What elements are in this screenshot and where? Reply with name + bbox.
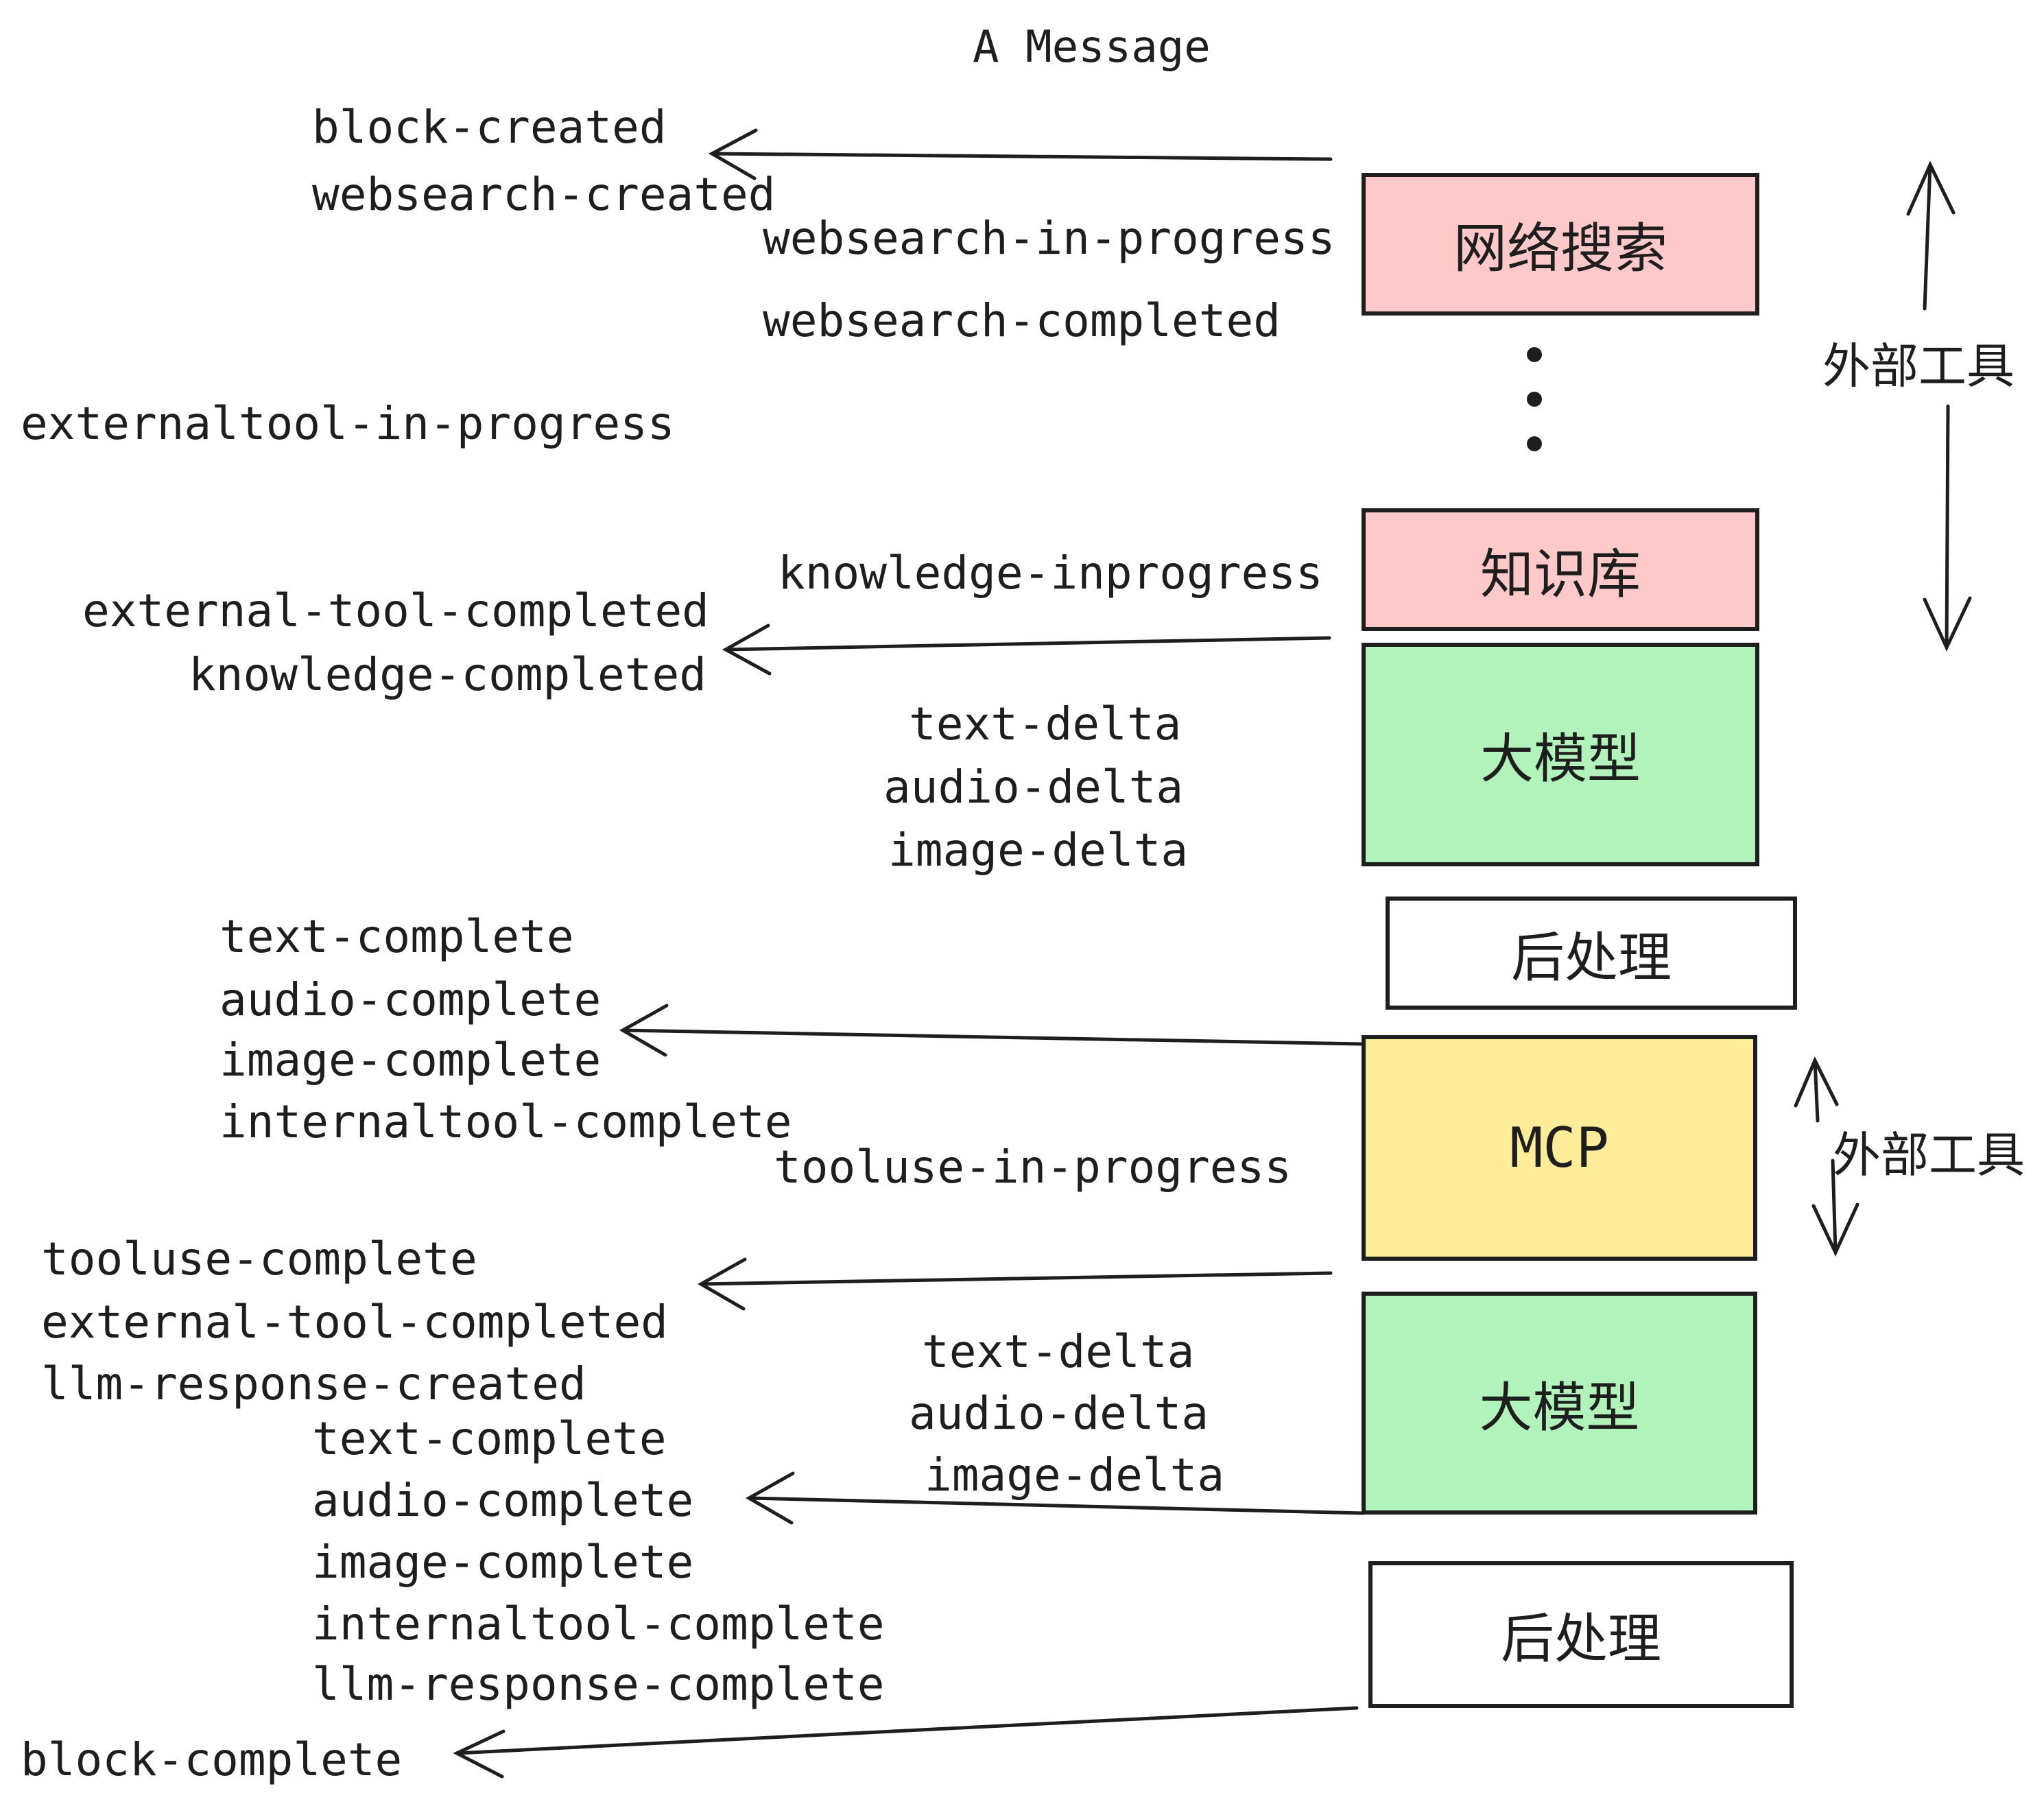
box-postprocess-2: 后处理 <box>1368 1561 1794 1708</box>
box-llm-1-label: 大模型 <box>1479 728 1641 790</box>
arrow-to-audio-complete <box>745 1471 1366 1525</box>
event-label-knowledge-completed: knowledge-completed <box>189 648 706 701</box>
event-label-audio-complete-1: audio-complete <box>219 973 602 1026</box>
event-label-tooluse-in-progress: tooluse-in-progress <box>774 1141 1292 1194</box>
event-label-image-complete-1: image-complete <box>219 1034 602 1087</box>
event-label-audio-delta-2: audio-delta <box>909 1387 1209 1440</box>
event-label-llm-response-complete: llm-response-complete <box>312 1658 885 1711</box>
event-label-internaltool-complete-1: internaltool-complete <box>219 1095 792 1148</box>
arrow-to-block-complete <box>453 1706 1359 1779</box>
event-label-websearch-created: websearch-created <box>312 168 776 221</box>
box-websearch-label: 网络搜索 <box>1453 218 1667 280</box>
box-postprocess-1: 后处理 <box>1386 897 1797 1010</box>
box-postprocess-1-label: 后处理 <box>1510 927 1672 989</box>
event-label-internaltool-complete-2: internaltool-complete <box>312 1598 885 1650</box>
box-llm-2: 大模型 <box>1362 1292 1757 1515</box>
event-label-block-created: block-created <box>312 101 667 154</box>
event-label-knowledge-inprogress: knowledge-inprogress <box>778 547 1323 600</box>
box-knowledge: 知识库 <box>1362 508 1759 631</box>
event-label-external-tool-completed-1: external-tool-completed <box>82 584 709 637</box>
event-label-audio-delta-1: audio-delta <box>883 761 1184 814</box>
box-llm-2-label: 大模型 <box>1479 1377 1640 1439</box>
box-mcp-label: MCP <box>1510 1116 1609 1180</box>
event-label-tooluse-complete: tooluse-complete <box>41 1233 477 1285</box>
event-label-text-complete-1: text-complete <box>219 910 574 963</box>
event-label-image-delta-2: image-delta <box>925 1449 1225 1502</box>
external-tools-up-arrow-1 <box>1906 161 1956 311</box>
event-label-image-complete-2: image-complete <box>312 1536 694 1589</box>
external-tools-down-arrow-2 <box>1811 1159 1859 1257</box>
arrow-to-websearch-created <box>708 128 1333 180</box>
arrow-to-knowledge-completed <box>722 624 1331 676</box>
event-label-text-delta-2: text-delta <box>922 1325 1195 1378</box>
box-postprocess-2-label: 后处理 <box>1500 1609 1661 1670</box>
box-llm-1: 大模型 <box>1362 643 1759 866</box>
box-websearch: 网络搜索 <box>1362 173 1759 316</box>
external-tools-label-1: 外部工具 <box>1822 338 2015 394</box>
event-label-externaltool-in-progress: externaltool-in-progress <box>21 397 675 450</box>
arrow-to-image-complete <box>619 1004 1364 1057</box>
event-label-external-tool-completed-2: external-tool-completed <box>41 1296 668 1349</box>
external-tools-label-2: 外部工具 <box>1833 1127 2025 1183</box>
box-mcp: MCP <box>1362 1035 1757 1261</box>
event-label-websearch-in-progress: websearch-in-progress <box>763 212 1335 265</box>
event-label-llm-response-created: llm-response-created <box>41 1357 586 1410</box>
external-tools-down-arrow-1 <box>1923 404 1972 652</box>
ellipsis-dots <box>1527 347 1542 451</box>
event-label-block-complete: block-complete <box>21 1733 403 1786</box>
box-knowledge-label: 知识库 <box>1479 543 1641 606</box>
event-label-websearch-completed: websearch-completed <box>763 294 1281 347</box>
diagram-title: A Message <box>973 22 1211 73</box>
event-label-image-delta-1: image-delta <box>888 824 1189 877</box>
event-label-text-delta-1: text-delta <box>909 698 1182 750</box>
arrow-to-tooluse-complete <box>697 1257 1333 1311</box>
event-label-text-complete-2: text-complete <box>312 1412 667 1465</box>
event-label-audio-complete-2: audio-complete <box>312 1474 694 1527</box>
external-tools-up-arrow-2 <box>1794 1056 1839 1123</box>
